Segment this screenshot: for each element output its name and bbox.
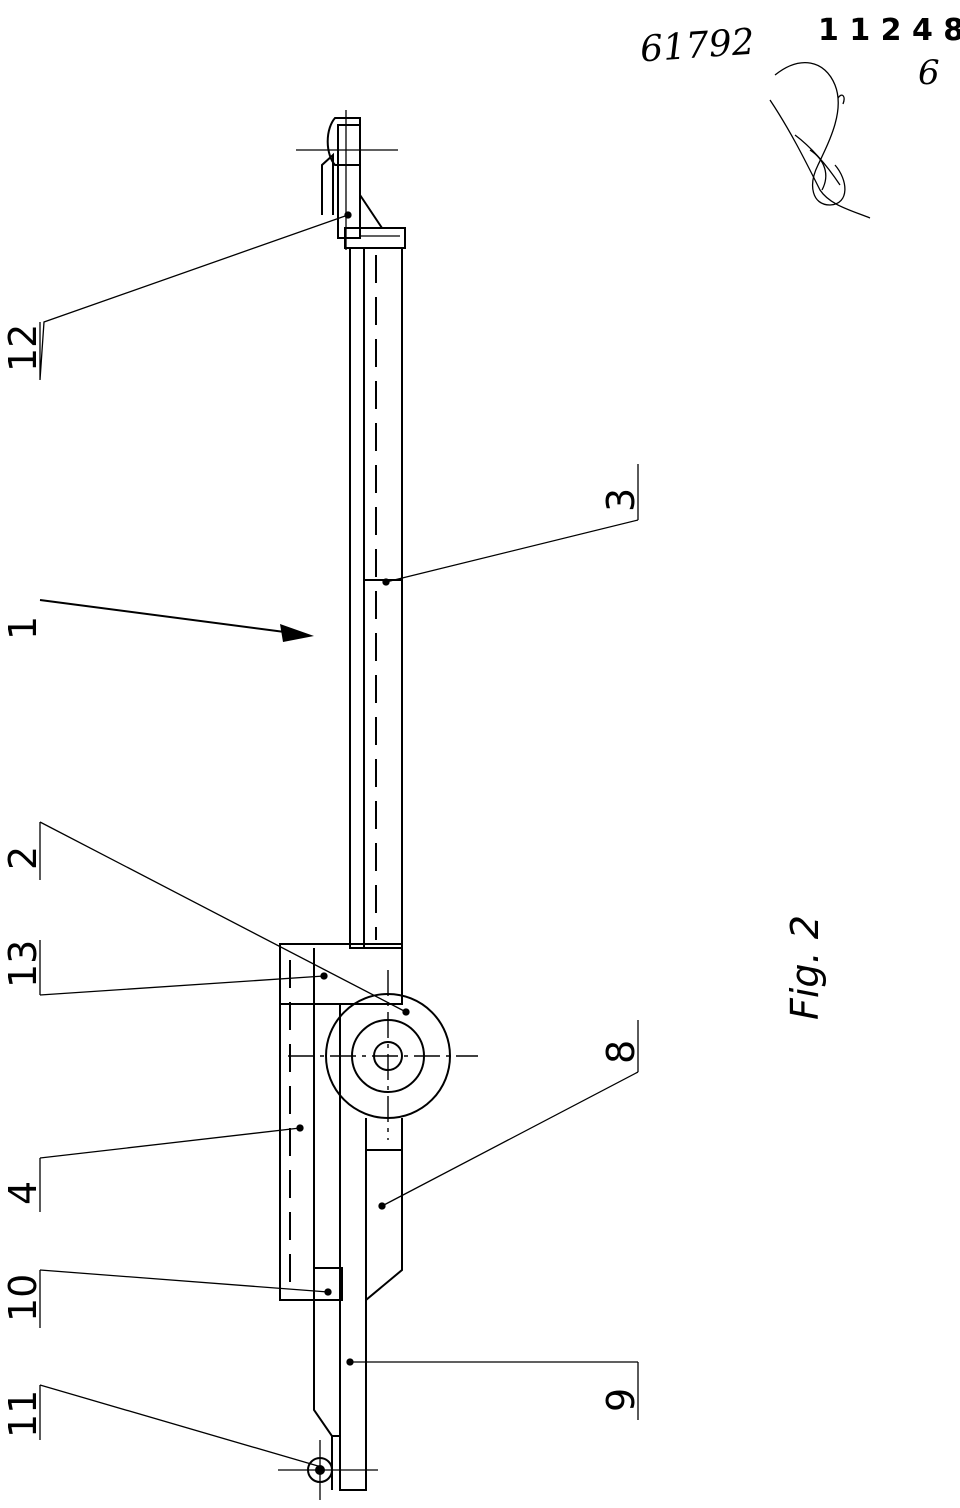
reference-numerals: 12 1 2 13 4 10 11 3 8 9 — [1, 324, 643, 1438]
ref-label-12: 12 — [1, 324, 45, 372]
patent-number: 1 1 2 4 8 4 — [818, 13, 960, 48]
ref-label-3: 3 — [599, 488, 643, 512]
ref-label-8: 8 — [599, 1040, 643, 1064]
sheet-number: 6 — [918, 53, 940, 93]
ref-label-1: 1 — [1, 616, 45, 640]
assembly-arrow — [39, 599, 314, 642]
bottom-fitting — [278, 1440, 378, 1500]
wheel — [288, 970, 478, 1140]
leader-lines — [39, 211, 639, 1467]
lower-chassis — [313, 1004, 403, 1491]
ref-label-10: 10 — [1, 1274, 45, 1322]
carriage-frame — [279, 943, 403, 1301]
handwritten-code: 61792 — [639, 22, 756, 71]
ref-label-13: 13 — [1, 940, 45, 988]
signature-mark — [769, 62, 871, 219]
ref-label-11: 11 — [1, 1390, 45, 1438]
figure-caption: Fig. 2 — [783, 915, 827, 1020]
ref-label-9: 9 — [599, 1388, 643, 1412]
ref-label-4: 4 — [1, 1181, 45, 1205]
head-fitting — [296, 110, 406, 250]
ref-label-2: 2 — [1, 846, 45, 870]
main-beam — [349, 247, 403, 949]
assembly-drawing: 12 1 2 13 4 10 11 3 8 9 Fig. 2 — [1, 110, 827, 1500]
